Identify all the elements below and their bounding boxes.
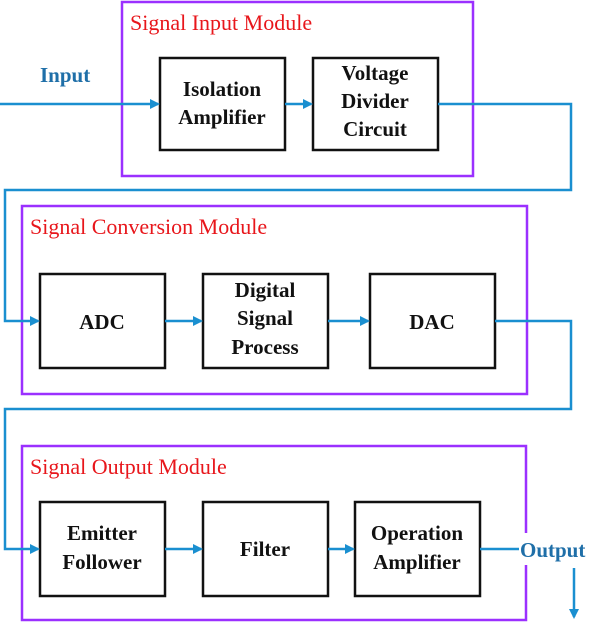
svg-text:Circuit: Circuit <box>343 117 407 141</box>
module-title: Signal Input Module <box>130 10 312 35</box>
svg-text:Emitter: Emitter <box>67 521 137 545</box>
module-border <box>20 204 529 396</box>
svg-text:Signal: Signal <box>237 306 293 330</box>
input-label: Input <box>40 63 90 87</box>
block-voltage-divider-circuit: Voltage Divider Circuit <box>311 56 440 152</box>
svg-text:Voltage: Voltage <box>342 61 409 85</box>
output-label: Output <box>520 538 585 562</box>
block-isolation-amplifier: Isolation Amplifier <box>158 56 287 152</box>
module-border <box>20 444 528 622</box>
svg-text:DAC: DAC <box>409 310 455 334</box>
svg-text:Amplifier: Amplifier <box>178 105 265 129</box>
svg-text:Process: Process <box>231 335 298 359</box>
module-title: Signal Conversion Module <box>30 214 267 239</box>
svg-text:Amplifier: Amplifier <box>373 550 460 574</box>
svg-text:Divider: Divider <box>341 89 409 113</box>
svg-text:Filter: Filter <box>240 537 290 561</box>
module-title: Signal Output Module <box>30 454 227 479</box>
module-signal-input: Signal Input Module Isolation Amplifier … <box>120 0 475 178</box>
svg-text:Follower: Follower <box>62 550 141 574</box>
module-signal-output: Signal Output Module Emitter Follower Fi… <box>20 444 528 622</box>
block-digital-signal-process: Digital Signal Process <box>201 272 330 370</box>
module-signal-conversion: Signal Conversion Module ADC Digital Sig… <box>20 204 529 396</box>
wire-divider-to-adc <box>3 102 573 326</box>
wire-dac-to-emitter <box>3 319 573 554</box>
block-operation-amplifier: Operation Amplifier <box>353 500 482 598</box>
block-filter: Filter <box>201 500 330 598</box>
block-adc: ADC <box>38 272 167 370</box>
svg-text:Operation: Operation <box>371 521 463 545</box>
svg-text:Digital: Digital <box>235 278 296 302</box>
block-dac: DAC <box>368 272 497 370</box>
block-emitter-follower: Emitter Follower <box>38 500 167 598</box>
module-border <box>120 0 475 178</box>
connectors <box>0 99 579 619</box>
svg-text:ADC: ADC <box>79 310 125 334</box>
svg-text:Isolation: Isolation <box>183 77 262 101</box>
